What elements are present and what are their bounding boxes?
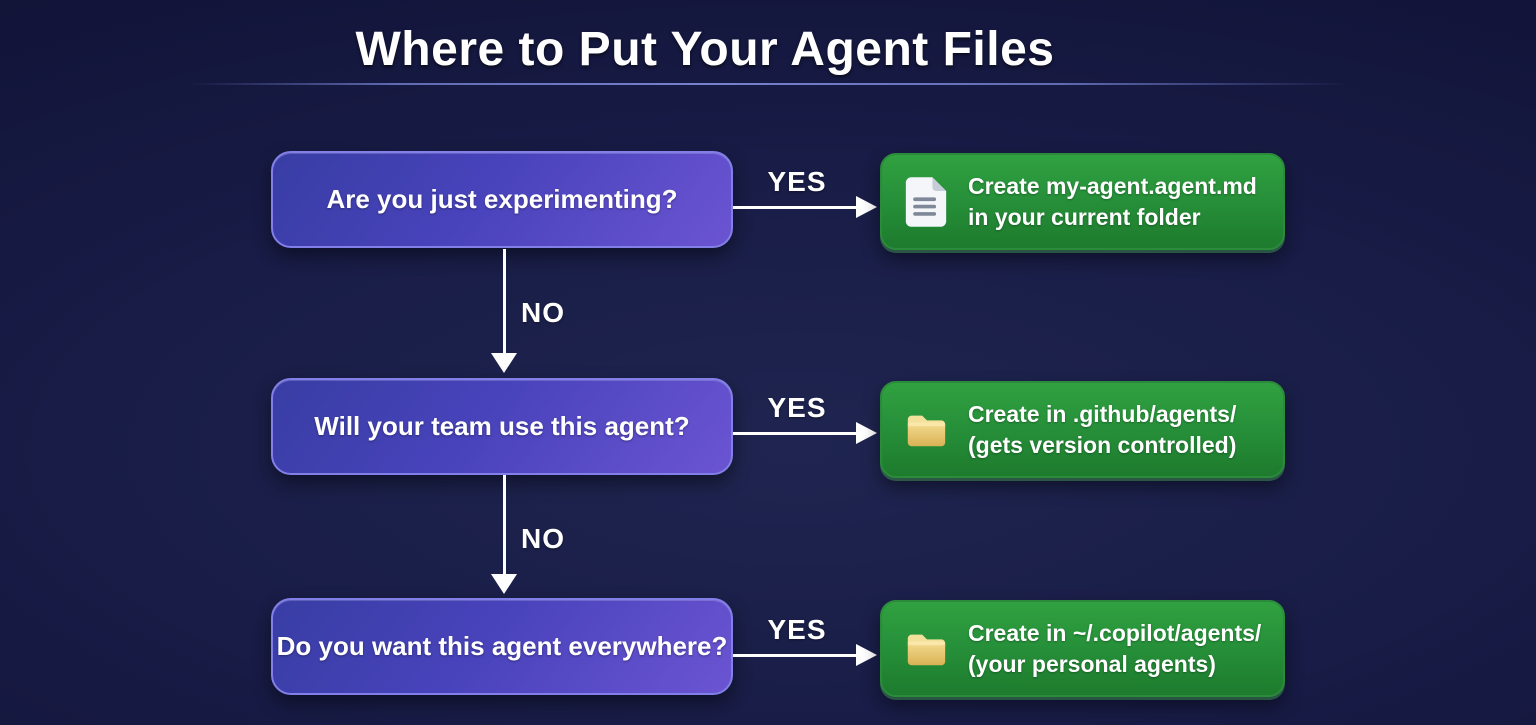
question-box-experimenting: Are you just experimenting? (271, 151, 733, 248)
result-box-current-folder: Create my-agent.agent.md in your current… (880, 153, 1285, 250)
result-line1: Create in ~/.copilot/agents/ (968, 619, 1262, 646)
no-arrow-line (503, 475, 506, 574)
question-box-agent-everywhere: Do you want this agent everywhere? (271, 598, 733, 695)
no-arrow-head (491, 353, 517, 373)
question-text: Will your team use this agent? (314, 411, 690, 441)
result-line2: in your current folder (968, 203, 1201, 230)
no-arrow-head (491, 574, 517, 594)
result-line2: (gets version controlled) (968, 431, 1237, 458)
document-icon (902, 175, 950, 229)
title-divider (188, 83, 1351, 85)
result-text: Create in .github/agents/ (gets version … (968, 399, 1236, 461)
folder-icon (902, 409, 950, 451)
no-label: NO (521, 523, 565, 554)
yes-label: YES (767, 392, 827, 423)
yes-arrow-head (856, 196, 877, 218)
result-line1: Create my-agent.agent.md (968, 172, 1257, 199)
yes-label: YES (767, 166, 827, 197)
result-box-github-agents: Create in .github/agents/ (gets version … (880, 381, 1285, 478)
result-line2: (your personal agents) (968, 650, 1216, 677)
result-text: Create in ~/.copilot/agents/ (your perso… (968, 618, 1261, 680)
yes-arrow-line (733, 206, 859, 209)
no-label: NO (521, 297, 565, 328)
yes-arrow-head (856, 422, 877, 444)
question-text: Are you just experimenting? (326, 184, 678, 214)
yes-arrow-line (733, 654, 859, 657)
yes-label: YES (767, 614, 827, 645)
question-box-team-use: Will your team use this agent? (271, 378, 733, 475)
yes-arrow-head (856, 644, 877, 666)
folder-icon (902, 628, 950, 670)
yes-arrow-line (733, 432, 859, 435)
page-title: Where to Put Your Agent Files (355, 23, 1055, 76)
no-arrow-line (503, 249, 506, 353)
question-text: Do you want this agent everywhere? (276, 631, 728, 661)
result-text: Create my-agent.agent.md in your current… (968, 171, 1257, 233)
result-box-copilot-agents: Create in ~/.copilot/agents/ (your perso… (880, 600, 1285, 697)
result-line1: Create in .github/agents/ (968, 400, 1237, 427)
